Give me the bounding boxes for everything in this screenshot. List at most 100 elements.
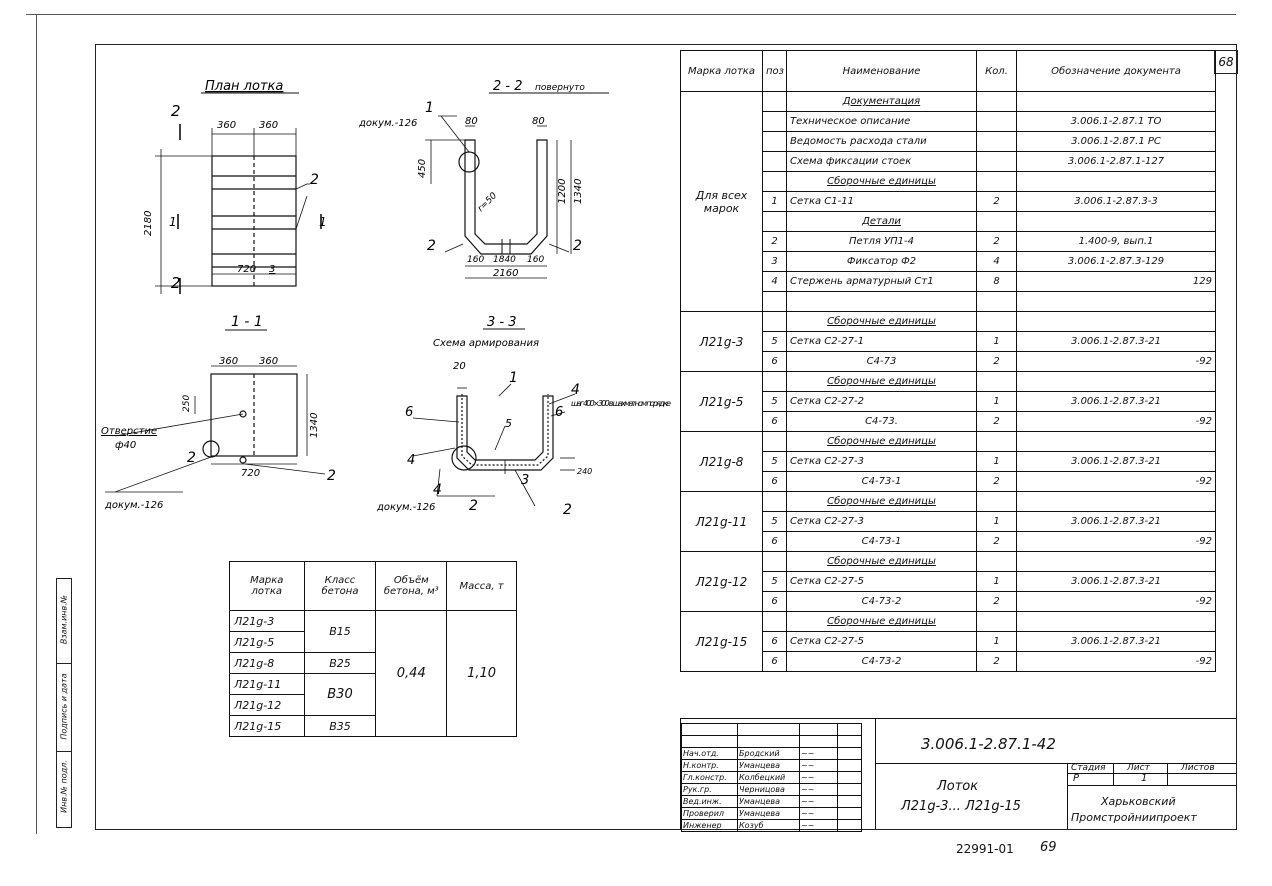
spec-group-header-row: Л21g-15 Сборочные единицы bbox=[680, 611, 1216, 672]
mass-header-mark: Марка лотка bbox=[229, 561, 305, 611]
spec-group-mark: Л21g-3 bbox=[680, 311, 763, 372]
mass-mark: Л21g-5 bbox=[229, 631, 305, 653]
svg-text:1340: 1340 bbox=[573, 179, 584, 204]
svg-text:80: 80 bbox=[465, 116, 478, 127]
svg-text:80: 80 bbox=[532, 116, 545, 127]
side-stamp: Инв.№ подл. Подпись и дата Взам.инв.№ bbox=[56, 578, 72, 828]
mass-class: В30 bbox=[303, 673, 377, 716]
svg-text:ф40: ф40 bbox=[115, 440, 136, 451]
person-name: Колбецкий bbox=[737, 771, 800, 784]
svg-text:360: 360 bbox=[259, 356, 278, 367]
svg-text:240: 240 bbox=[577, 467, 592, 476]
person-name: Козуб bbox=[737, 819, 800, 832]
svg-text:2160: 2160 bbox=[493, 268, 518, 279]
svg-text:2: 2 bbox=[187, 450, 196, 466]
table-row: 6 С4-73 2 -92 bbox=[681, 351, 1216, 372]
sheet-frame bbox=[95, 44, 1237, 830]
person-signature: ~~ bbox=[799, 795, 838, 808]
section22-title: 2 - 2 bbox=[493, 79, 523, 94]
section33-outline bbox=[456, 395, 554, 471]
person-name: Черницова bbox=[737, 783, 800, 796]
section33-subtitle: Схема армирования bbox=[433, 338, 539, 349]
table-row: 6 С4-73-2 2 -92 bbox=[681, 651, 1216, 672]
spec-group-header-row: Л21g-5 Сборочные единицы bbox=[680, 371, 1216, 432]
svg-text:2: 2 bbox=[563, 502, 572, 514]
spec-group-header-row: Л21g-12 Сборочные единицы bbox=[680, 551, 1216, 612]
spec-group-mark: Л21g-8 bbox=[680, 431, 763, 492]
svg-text:докум.-126: докум.-126 bbox=[358, 118, 417, 129]
spec-section-label: Сборочные единицы bbox=[786, 431, 977, 452]
svg-text:1: 1 bbox=[169, 215, 177, 229]
table-row: 6 С4-73-2 2 -92 bbox=[681, 591, 1216, 612]
spec-group-mark: Л21g-12 bbox=[680, 551, 763, 612]
spec-group-mark: Л21g-11 bbox=[680, 491, 763, 552]
svg-text:докум.-126: докум.-126 bbox=[104, 500, 163, 511]
person-name: Уманцева bbox=[737, 807, 800, 820]
title-block-person-row: Н.контр. Уманцева ~~ bbox=[681, 759, 862, 772]
mass-mark: Л21g-11 bbox=[229, 673, 305, 695]
spec-group-header-row: Л21g-11 Сборочные единицы bbox=[680, 491, 1216, 552]
svg-text:1: 1 bbox=[509, 370, 518, 386]
person-role: Рук.гр. bbox=[681, 783, 738, 796]
svg-text:2: 2 bbox=[171, 274, 181, 292]
title-block: Нач.отд. Бродский ~~Н.контр. Уманцева ~~… bbox=[680, 718, 1236, 832]
spec-group-mark: Л21g-15 bbox=[680, 611, 763, 672]
svg-text:20: 20 bbox=[453, 361, 466, 372]
svg-text:160: 160 bbox=[467, 255, 484, 265]
section11-title: 1 - 1 bbox=[231, 314, 263, 330]
section33-title: 3 - 3 bbox=[487, 315, 517, 330]
svg-text:r=50: r=50 bbox=[476, 191, 499, 214]
person-name: Бродский bbox=[737, 747, 800, 760]
mass-header-mass: Масса, т bbox=[446, 561, 517, 611]
bottom-page: 69 bbox=[1040, 840, 1057, 855]
person-signature: ~~ bbox=[799, 759, 838, 772]
mass-class: В15 bbox=[303, 610, 377, 653]
title-sheets-label: Листов bbox=[1181, 763, 1215, 773]
sheet-number: 68 bbox=[1214, 50, 1238, 74]
spec-table: Марка лотка поз Наименование Кол. Обозна… bbox=[680, 50, 1216, 672]
person-signature: ~~ bbox=[799, 819, 838, 832]
svg-text:2: 2 bbox=[171, 102, 181, 120]
spec-section-label: Сборочные единицы bbox=[786, 371, 977, 392]
svg-text:3: 3 bbox=[269, 264, 275, 275]
svg-text:1: 1 bbox=[425, 100, 434, 116]
sheet-outer-line bbox=[26, 14, 1236, 15]
svg-text:докум.-126: докум.-126 bbox=[376, 502, 435, 513]
title-name-1: Лоток bbox=[937, 779, 979, 794]
person-role: Проверил bbox=[681, 807, 738, 820]
table-row: 5 Сетка С2-27-3 1 3.006.1-2.87.3-21 bbox=[681, 511, 1216, 532]
mass-header-class: Класс бетона bbox=[303, 561, 377, 611]
section22-outline bbox=[464, 139, 548, 255]
person-role: Вед.инж. bbox=[681, 795, 738, 808]
person-signature: ~~ bbox=[799, 747, 838, 760]
drawings: План лотка 2 - 2 повернуто 1 - 1 3 - 3 С… bbox=[101, 79, 671, 514]
spec-section-label: Детали bbox=[786, 211, 977, 232]
svg-text:1840: 1840 bbox=[493, 255, 516, 265]
mass-class: В25 bbox=[303, 652, 377, 674]
svg-text:2: 2 bbox=[310, 172, 319, 188]
mass-mark: Л21g-8 bbox=[229, 652, 305, 674]
person-role: Нач.отд. bbox=[681, 747, 738, 760]
svg-text:720: 720 bbox=[241, 468, 260, 479]
svg-text:720: 720 bbox=[237, 264, 256, 275]
svg-text:4: 4 bbox=[433, 482, 442, 498]
spec-section-label: Документация bbox=[786, 91, 977, 112]
table-row: 5 Сетка С2-27-1 1 3.006.1-2.87.3-21 bbox=[681, 331, 1216, 352]
svg-text:2: 2 bbox=[327, 468, 336, 484]
plan-title: План лотка bbox=[205, 79, 283, 94]
title-name-2: Л21g-3... Л21g-15 bbox=[901, 799, 1021, 814]
spec-group-header-row: Л21g-3 Сборочные единицы bbox=[680, 311, 1216, 372]
svg-text:360: 360 bbox=[219, 356, 238, 367]
spec-header-name: Наименование bbox=[786, 50, 977, 92]
mass-header-volume: Объём бетона, м³ bbox=[375, 561, 448, 611]
title-block-person-row: Вед.инж. Уманцева ~~ bbox=[681, 795, 862, 808]
step-label: шаг 400×300 в шахматном порядке bbox=[571, 399, 671, 408]
person-signature: ~~ bbox=[799, 807, 838, 820]
person-role: Инженер bbox=[681, 819, 738, 832]
spec-header-doc: Обозначение документа bbox=[1016, 50, 1216, 92]
mass-mass: 1,10 bbox=[446, 610, 517, 737]
spec-group-header-row: Л21g-8 Сборочные единицы bbox=[680, 431, 1216, 492]
section22-note: повернуто bbox=[535, 83, 585, 93]
spec-section-label: Сборочные единицы bbox=[786, 611, 977, 632]
